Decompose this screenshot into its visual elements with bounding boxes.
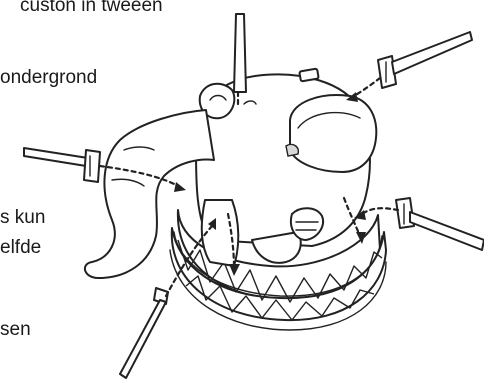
connector-peg-top-right	[378, 32, 472, 88]
connector-peg-right	[396, 198, 484, 250]
connector-peg-top	[234, 14, 246, 92]
connector-peg-bottom-left	[120, 288, 168, 378]
elephant-figure	[85, 69, 376, 278]
connector-peg-left	[24, 148, 100, 182]
